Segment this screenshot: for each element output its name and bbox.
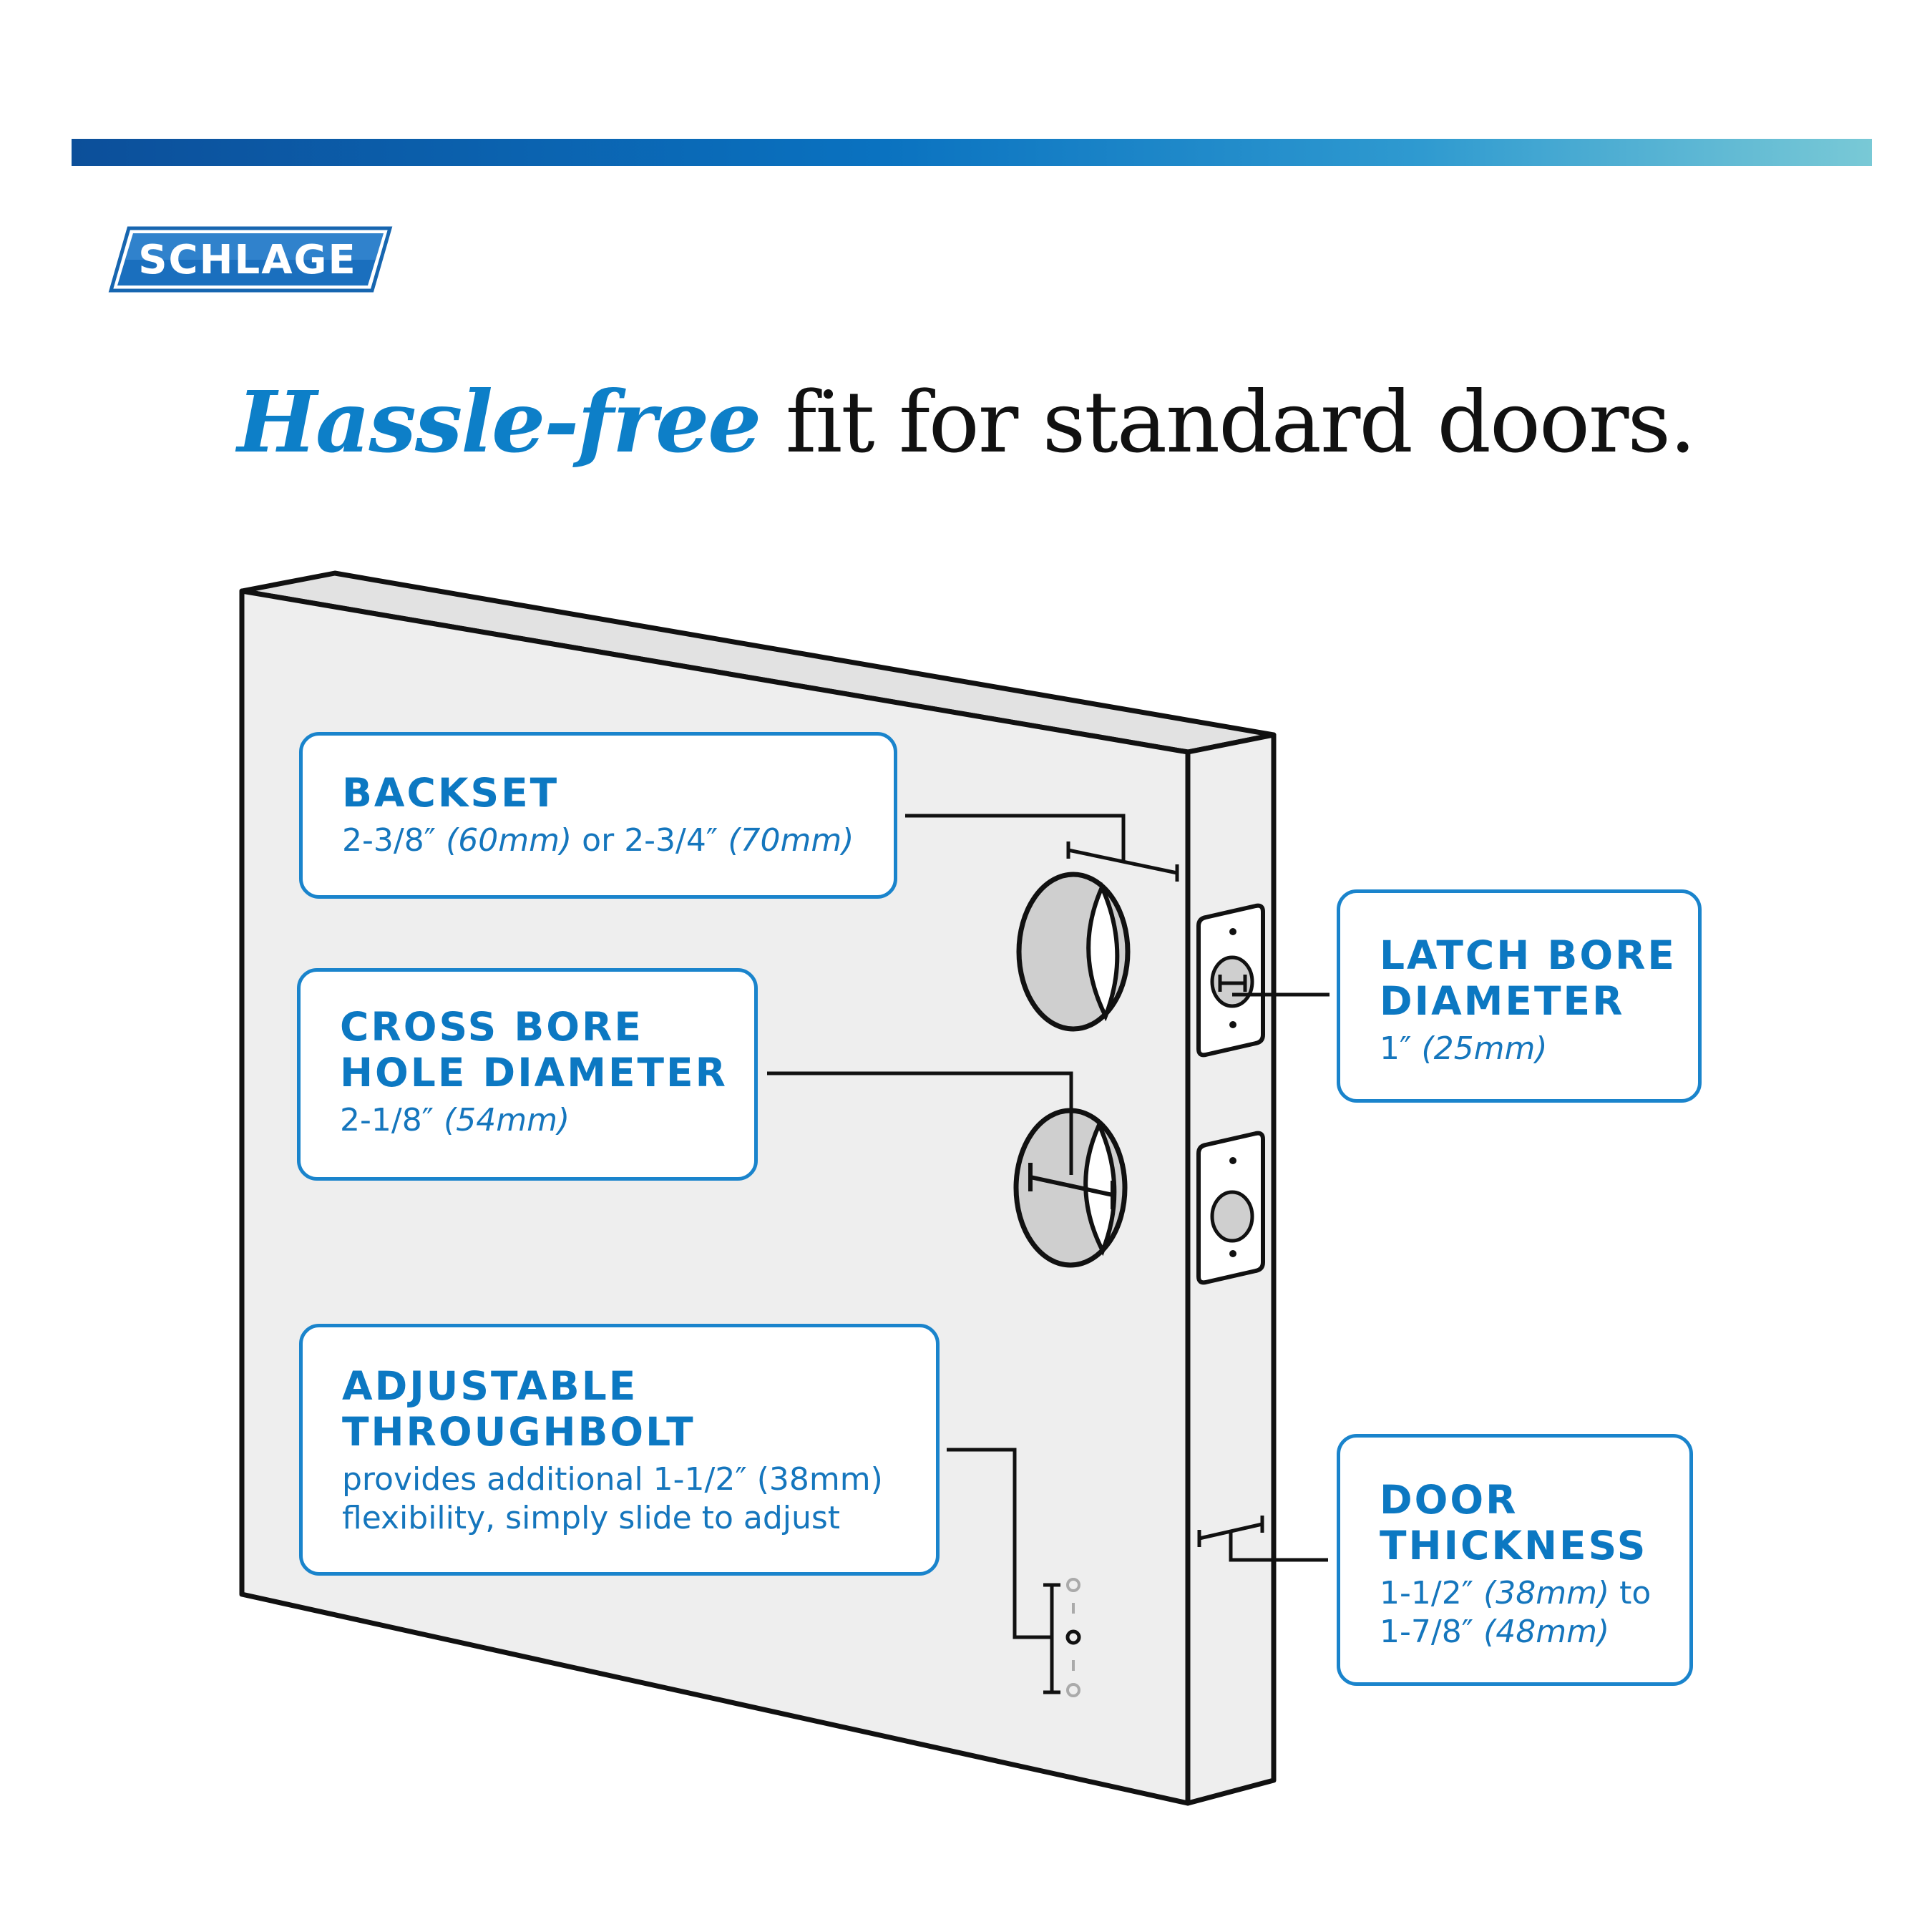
throughbolt-desc: provides additional 1-1/2″ (38mm) flexib…	[342, 1461, 883, 1536]
gradient-top-bar	[72, 139, 1872, 166]
callout-backset: BACKSET 2-3/8″ (60mm) or 2-3/4″ (70mm)	[299, 732, 897, 899]
cross-bore-leader	[767, 1071, 1073, 1175]
door-thickness-title: DOOR THICKNESS	[1380, 1477, 1648, 1568]
svg-text:SCHLAGE: SCHLAGE	[138, 237, 357, 283]
upper-latch-plate	[1196, 903, 1265, 1058]
latch-bore-title: LATCH BORE DIAMETER	[1380, 932, 1677, 1024]
callout-cross-bore: CROSS BORE HOLE DIAMETER 2-1/8″ (54mm)	[297, 968, 758, 1181]
callout-throughbolt: ADJUSTABLE THROUGHBOLT provides addition…	[299, 1324, 940, 1576]
backset-leader	[905, 814, 1179, 882]
callout-latch-bore: LATCH BORE DIAMETER 1″ (25mm)	[1337, 889, 1702, 1103]
throughbolt-positions	[1065, 1578, 1081, 1697]
door-thickness-leader	[1197, 1516, 1328, 1562]
lower-latch-plate	[1196, 1131, 1265, 1285]
headline: Hassle-free fit for standard doors.	[0, 372, 1932, 472]
backset-title: BACKSET	[342, 770, 560, 816]
throughbolt-title: ADJUSTABLE THROUGHBOLT	[342, 1363, 696, 1455]
throughbolt-leader	[947, 1448, 1060, 1694]
headline-rest: fit for standard doors.	[785, 373, 1697, 472]
upper-cross-bore	[1016, 872, 1131, 1032]
latch-bore-desc: 1″ (25mm)	[1380, 1030, 1548, 1067]
cross-bore-title: CROSS BORE HOLE DIAMETER	[340, 1004, 728, 1096]
cross-bore-desc: 2-1/8″ (54mm)	[340, 1102, 570, 1138]
schlage-logo: SCHLAGE	[108, 226, 393, 293]
headline-accent: Hassle-free	[237, 372, 761, 472]
backset-desc: 2-3/8″ (60mm) or 2-3/4″ (70mm)	[342, 822, 854, 859]
